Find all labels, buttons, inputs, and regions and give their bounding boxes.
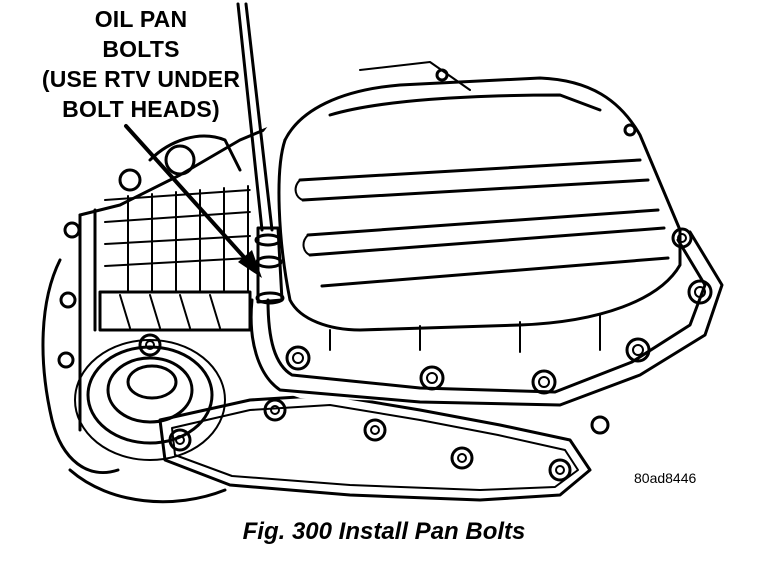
bolt (168, 428, 192, 452)
callout-label: OIL PAN BOLTS (USE RTV UNDER BOLT HEADS) (18, 4, 264, 124)
bolt (671, 227, 693, 249)
figure-reference: 80ad8446 (634, 470, 697, 486)
bolt (419, 365, 445, 391)
bolt (531, 369, 557, 395)
bolt (590, 415, 610, 435)
bolt (687, 279, 713, 305)
callout-line-4: BOLT HEADS) (62, 96, 220, 122)
bolt (138, 333, 162, 357)
callout-line-3: (USE RTV UNDER (41, 66, 241, 92)
dipstick-tube (236, 2, 285, 305)
bolt (625, 337, 651, 363)
pan-bolts (57, 221, 713, 482)
bolt (263, 398, 287, 422)
bolt (57, 351, 75, 369)
callout-line-1: OIL PAN (94, 6, 188, 32)
oil-pan (249, 60, 724, 407)
bolt (363, 418, 387, 442)
bolt (548, 458, 572, 482)
bolt (59, 291, 77, 309)
callout-line-2: BOLTS (102, 36, 180, 62)
transmission-housing (41, 113, 302, 475)
bolt (63, 221, 81, 239)
callout-arrow (124, 124, 262, 278)
bolt (285, 345, 311, 371)
bolt (450, 446, 474, 470)
figure-caption: Fig. 300 Install Pan Bolts (242, 518, 526, 545)
